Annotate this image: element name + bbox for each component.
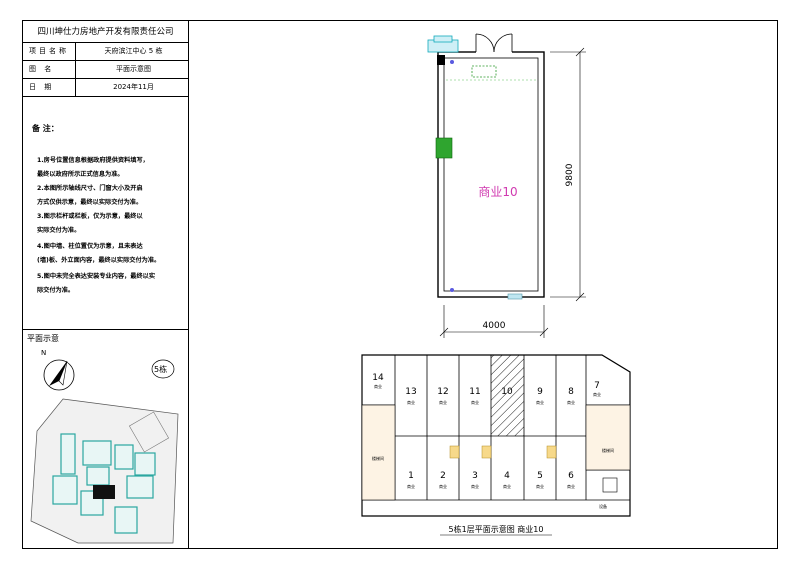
stair-area <box>361 404 396 501</box>
svg-text:商业: 商业 <box>567 399 575 405</box>
svg-text:商业: 商业 <box>567 483 575 489</box>
row-date: 日 期 2024年11月 <box>23 79 188 97</box>
highlighted-unit <box>491 355 524 436</box>
svg-text:商业: 商业 <box>536 399 544 405</box>
note-line: (墙)板、外立面内容，最终以实际交付为准。 <box>37 257 161 264</box>
unit-label: 商业10 <box>478 184 517 199</box>
svg-text:商业: 商业 <box>593 391 601 397</box>
column-icon <box>481 445 492 459</box>
svg-text:商业: 商业 <box>439 399 447 405</box>
svg-text:商业: 商业 <box>503 483 511 489</box>
note-line: 方式仅供示意，最终以实际交付为准。 <box>37 199 143 206</box>
svg-text:9: 9 <box>537 387 543 397</box>
note-line: 3.图示栏杆或栏板，仅为示意，最终以 <box>37 213 143 220</box>
site-overview-map: N 5栋 <box>30 349 179 544</box>
row-drawing-name: 图 名 平面示意图 <box>23 61 188 79</box>
dimension-width-label: 4000 <box>483 321 506 331</box>
building-tag: 5栋 <box>151 359 175 379</box>
canopy-icon <box>427 35 459 65</box>
value-date: 2024年11月 <box>113 83 154 91</box>
drain-icon <box>450 288 454 292</box>
note-line: 4.图中墙、柱位置仅为示意，且未表达 <box>37 243 143 250</box>
notes-title: 备 注： <box>32 124 59 133</box>
row-project: 项目名称 天府滨江中心 5 栋 <box>23 43 188 61</box>
value-project: 天府滨江中心 5 栋 <box>104 47 163 55</box>
unit-numbers: 14 13 12 11 10 9 8 7 1 2 3 4 5 6 <box>372 373 600 481</box>
svg-text:商业: 商业 <box>407 483 415 489</box>
drain-icon <box>450 60 454 64</box>
svg-text:商业: 商业 <box>536 483 544 489</box>
column-icon <box>449 445 460 459</box>
svg-text:14: 14 <box>372 373 384 383</box>
window-icon <box>507 293 523 300</box>
notes-panel: 备 注： 1.房号位置信息根据政府提供资料填写， 最终以政府所示正式信息为准。 … <box>23 97 188 330</box>
svg-text:5: 5 <box>537 471 543 481</box>
overview-caption: 平面示意 <box>27 334 59 343</box>
label-drawing-name: 图 名 <box>29 65 55 73</box>
drawing-sheet: 四川坤仕力房地产开发有限责任公司 项目名称 天府滨江中心 5 栋 图 名 平面示… <box>22 20 778 549</box>
svg-text:6: 6 <box>568 471 574 481</box>
svg-text:商业: 商业 <box>439 483 447 489</box>
label-project: 项目名称 <box>29 47 69 55</box>
svg-text:商业: 商业 <box>471 399 479 405</box>
dimension-width <box>439 305 549 338</box>
note-line: 最终以政府所示正式信息为准。 <box>37 171 124 178</box>
svg-text:8: 8 <box>568 387 574 397</box>
stair-area <box>585 404 631 471</box>
svg-text:楼梯间: 楼梯间 <box>372 455 384 461</box>
north-arrow-icon: N <box>41 349 75 391</box>
equipment-room <box>602 477 618 493</box>
ac-unit-icon <box>471 65 497 78</box>
svg-text:3: 3 <box>472 471 478 481</box>
svg-text:商业: 商业 <box>471 483 479 489</box>
svg-text:11: 11 <box>469 387 480 397</box>
svg-text:12: 12 <box>437 387 448 397</box>
site-highlight-building <box>93 485 115 499</box>
title-block: 四川坤仕力房地产开发有限责任公司 项目名称 天府滨江中心 5 栋 图 名 平面示… <box>23 21 189 548</box>
column-icon <box>546 445 557 459</box>
value-drawing-name: 平面示意图 <box>116 65 151 73</box>
company-name: 四川坤仕力房地产开发有限责任公司 <box>23 21 188 43</box>
note-line: 际交付为准。 <box>37 287 75 294</box>
svg-text:1: 1 <box>408 471 414 481</box>
note-line: 5.图中未完全表达安装专业内容，最终以实 <box>37 273 156 280</box>
site-buildings <box>52 433 156 534</box>
svg-text:7: 7 <box>594 381 600 391</box>
unit-inner-wall <box>443 57 539 292</box>
svg-text:商业: 商业 <box>374 383 382 389</box>
site-block <box>128 411 170 453</box>
label-date: 日 期 <box>29 83 55 91</box>
svg-text:商业: 商业 <box>407 399 415 405</box>
svg-text:4: 4 <box>504 471 510 481</box>
unit-tags: 商业 商业 商业 商业 商业 商业 商业 商业 商业 商业 商业 商业 商业 楼… <box>372 383 614 509</box>
north-label: N <box>41 349 46 357</box>
floor-plan <box>361 354 631 517</box>
svg-text:13: 13 <box>405 387 416 397</box>
svg-text:设备: 设备 <box>599 503 607 509</box>
svg-text:5栋: 5栋 <box>154 364 167 374</box>
svg-text:2: 2 <box>440 471 446 481</box>
floor-plan-caption: 5栋1层平面示意图 商业10 <box>449 524 544 534</box>
svg-text:10: 10 <box>501 387 513 397</box>
entrance-door-icon <box>475 33 513 54</box>
dimension-depth <box>550 47 586 302</box>
note-line: 1.房号位置信息根据政府提供资料填写， <box>37 157 149 164</box>
note-line: 实际交付为准。 <box>37 227 81 234</box>
dimension-depth-label: 9800 <box>565 163 575 186</box>
svg-text:楼梯间: 楼梯间 <box>602 447 614 453</box>
unit-outer-wall <box>437 51 545 298</box>
note-line: 2.本图所示轴线尺寸、门窗大小及开启 <box>37 185 143 192</box>
column-icon <box>435 137 453 159</box>
